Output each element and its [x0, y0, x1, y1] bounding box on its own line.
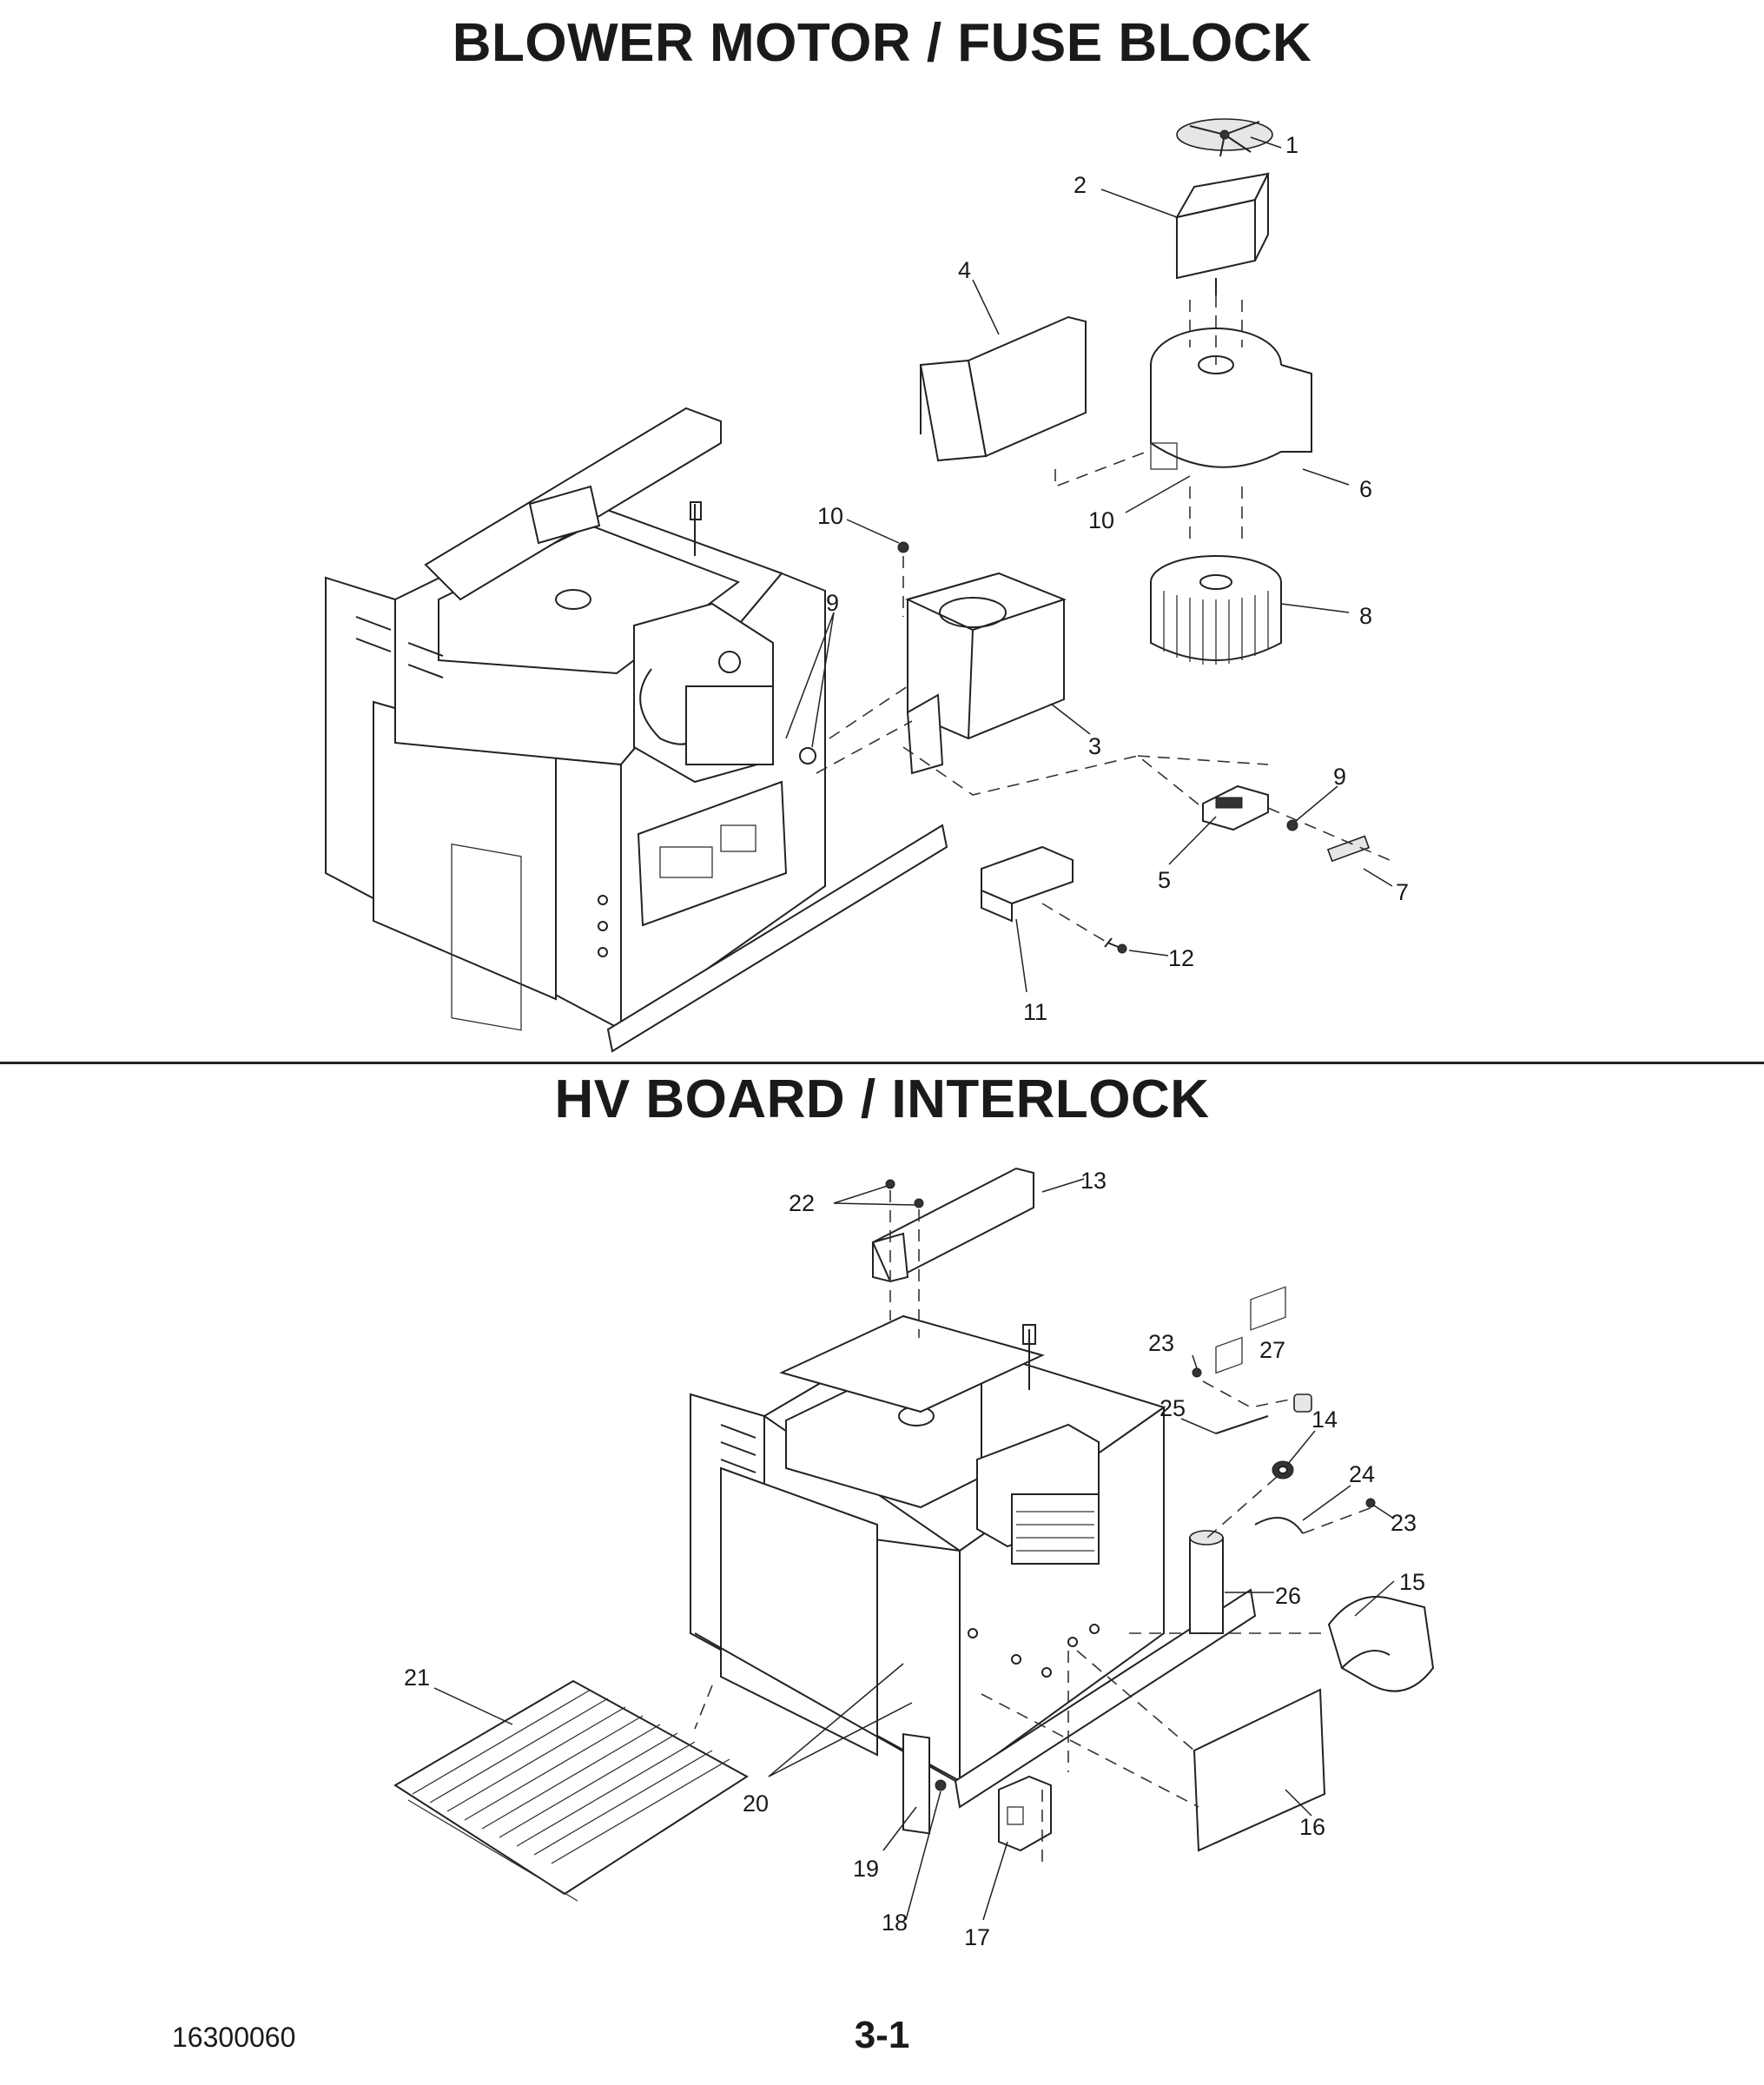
assembly-lines-top — [816, 295, 1391, 943]
clip-part-24 — [1254, 1517, 1304, 1534]
callout-16: 16 — [1299, 1814, 1325, 1840]
callout-10-a: 10 — [817, 503, 843, 529]
screw-23-b — [1365, 1498, 1376, 1508]
air-duct-part — [905, 572, 1067, 775]
callout-12: 12 — [1168, 945, 1194, 971]
fuse-block-part — [981, 845, 1074, 923]
callout-2: 2 — [1074, 172, 1087, 198]
callout-9-b: 9 — [826, 590, 839, 616]
interlock-switch-part-17 — [998, 1775, 1052, 1852]
screw-22-a — [885, 1179, 895, 1189]
callouts-bottom: 13 14 15 16 17 18 19 20 21 22 23 23 24 2… — [404, 1168, 1425, 1950]
callout-10-b: 10 — [1088, 507, 1114, 533]
page-number: 3-1 — [854, 2014, 910, 2056]
shroud-part-15 — [1327, 1596, 1435, 1692]
callout-23-a: 23 — [1148, 1330, 1174, 1356]
callout-1: 1 — [1285, 132, 1298, 158]
callout-13: 13 — [1080, 1168, 1107, 1194]
blower-housing-part — [1150, 328, 1312, 470]
callout-25: 25 — [1159, 1395, 1186, 1421]
grommet-part-14 — [1272, 1460, 1294, 1479]
oven-chassis-top — [325, 407, 948, 1053]
blower-bracket-part — [919, 315, 1087, 462]
callout-8: 8 — [1359, 603, 1372, 629]
section-title-hv-board-interlock: HV BOARD / INTERLOCK — [554, 1069, 1210, 1129]
fuse-bracket-part — [1202, 784, 1269, 831]
hv-board-part-16 — [1193, 1286, 1326, 1852]
screw-23-a — [1192, 1367, 1202, 1378]
callout-19: 19 — [853, 1856, 879, 1882]
screw-part — [1104, 937, 1127, 954]
assembly-lines-bottom — [694, 1190, 1373, 1868]
callout-23-b: 23 — [1391, 1510, 1417, 1536]
document-number: 16300060 — [172, 2022, 296, 2053]
callout-24: 24 — [1349, 1461, 1375, 1487]
callout-5: 5 — [1158, 867, 1171, 893]
callout-4: 4 — [958, 257, 971, 283]
callout-15: 15 — [1399, 1569, 1425, 1595]
callout-26: 26 — [1275, 1583, 1301, 1609]
callout-20: 20 — [743, 1790, 769, 1817]
callout-14: 14 — [1311, 1407, 1338, 1433]
callout-17: 17 — [964, 1924, 990, 1950]
fuse-part-27 — [1293, 1393, 1312, 1413]
section-divider — [0, 1062, 1764, 1064]
screw-22-b — [914, 1198, 924, 1208]
fuse-part — [1286, 819, 1371, 863]
diode-part-25 — [1215, 1415, 1269, 1434]
oven-rack-part-21 — [393, 1679, 749, 1902]
section-title-blower-motor-fuse-block: BLOWER MOTOR / FUSE BLOCK — [452, 13, 1312, 73]
blower-wheel-part — [1150, 555, 1282, 665]
callouts-top: 1 2 3 4 5 6 7 8 9 9 10 10 11 12 — [817, 132, 1409, 1025]
leader-lines-bottom — [433, 1178, 1395, 1921]
callout-27: 27 — [1259, 1337, 1285, 1363]
callout-21: 21 — [404, 1665, 430, 1691]
screw-10-a — [897, 541, 909, 553]
callout-11: 11 — [1023, 999, 1047, 1025]
fan-blade-part — [1176, 118, 1273, 157]
callout-22: 22 — [789, 1190, 815, 1216]
oven-chassis-bottom — [690, 1314, 1257, 1835]
callout-9-a: 9 — [1333, 764, 1346, 790]
callout-7: 7 — [1396, 879, 1409, 905]
rail-part-13 — [871, 1167, 1034, 1283]
blower-motor-part — [1175, 172, 1270, 295]
callout-18: 18 — [882, 1910, 908, 1936]
callout-6: 6 — [1359, 476, 1372, 502]
screw-part-18 — [935, 1779, 947, 1791]
leader-lines-top — [785, 136, 1393, 993]
callout-3: 3 — [1088, 733, 1101, 759]
